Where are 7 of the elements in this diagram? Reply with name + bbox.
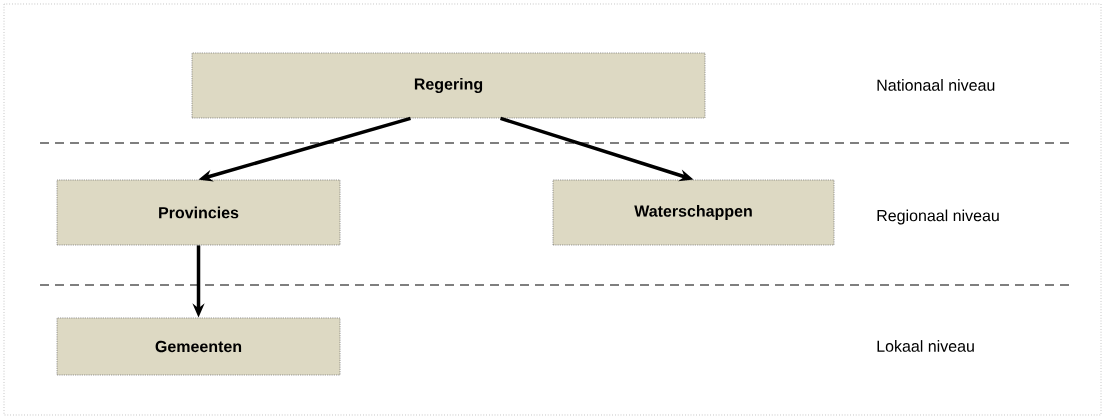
process-box: Provincies bbox=[56, 179, 341, 246]
process-box: Regering bbox=[191, 52, 706, 119]
process-box: Waterschappen bbox=[552, 179, 835, 246]
process-box: Gemeenten bbox=[56, 317, 341, 376]
level-label: Lokaal niveau bbox=[877, 340, 974, 352]
level-label: Nationaal niveau bbox=[877, 79, 995, 91]
level-label: Regionaal niveau bbox=[877, 209, 999, 225]
